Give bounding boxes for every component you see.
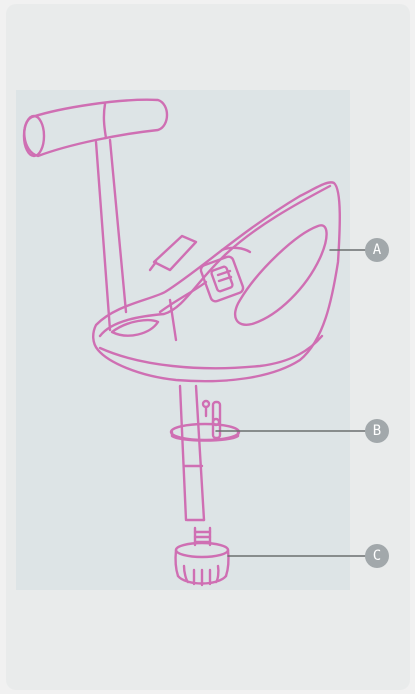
seat-shell [93, 182, 340, 381]
seat-side-window [235, 225, 326, 324]
post-screw [203, 401, 209, 416]
adjustment-pin [213, 402, 220, 438]
knob [176, 543, 229, 585]
handle-shaft [96, 140, 126, 330]
strap-clip [150, 236, 196, 270]
mounting-post [180, 386, 204, 520]
callout-badge-b: B [365, 419, 389, 443]
callout-badge-a: A [365, 238, 389, 262]
callout-badge-c: C [365, 544, 389, 568]
